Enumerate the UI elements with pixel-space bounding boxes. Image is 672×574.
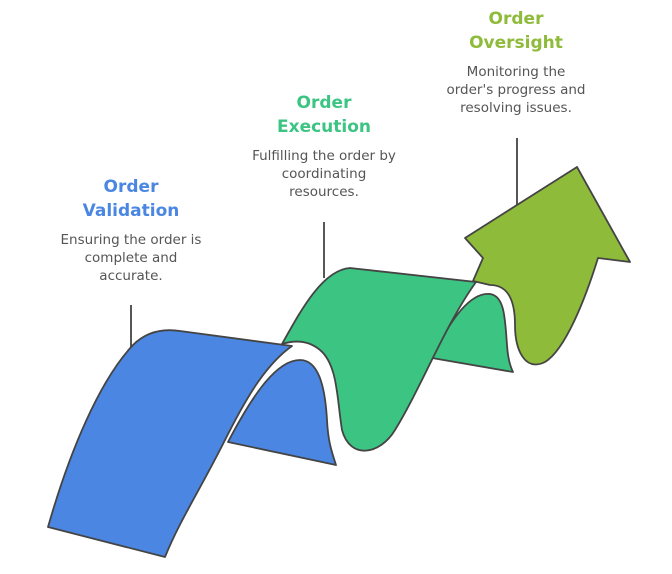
- title-line: Validation: [82, 201, 180, 221]
- desc-line: complete and: [84, 250, 178, 266]
- step-oversight: Order Oversight Monitoring the order's p…: [416, 7, 616, 117]
- step-description: Ensuring the order is complete and accur…: [31, 231, 231, 285]
- desc-line: coordinating: [281, 166, 367, 182]
- desc-line: accurate.: [99, 268, 163, 284]
- desc-line: resources.: [289, 184, 359, 200]
- validation-back-segment: [227, 359, 337, 466]
- step-description: Monitoring the order's progress and reso…: [416, 63, 616, 117]
- desc-line: Ensuring the order is: [60, 232, 202, 248]
- step-title: Order Execution: [224, 91, 424, 139]
- step-title: Order Validation: [31, 175, 231, 223]
- title-line: Order: [103, 177, 159, 197]
- step-title: Order Oversight: [416, 7, 616, 55]
- desc-line: resolving issues.: [460, 100, 572, 116]
- desc-line: Monitoring the: [466, 64, 566, 80]
- title-line: Oversight: [469, 33, 563, 53]
- oversight-arrow: [464, 166, 631, 366]
- validation-ribbon: [47, 329, 293, 558]
- desc-line: Fulfilling the order by: [252, 148, 396, 164]
- execution-back-segment: [431, 293, 514, 373]
- title-line: Order: [296, 93, 352, 113]
- title-line: Order: [488, 9, 544, 29]
- desc-line: order's progress and: [446, 82, 586, 98]
- step-validation: Order Validation Ensuring the order is c…: [31, 175, 231, 285]
- step-execution: Order Execution Fulfilling the order by …: [224, 91, 424, 201]
- title-line: Execution: [276, 117, 372, 137]
- step-description: Fulfilling the order by coordinating res…: [224, 147, 424, 201]
- execution-ribbon: [281, 267, 477, 452]
